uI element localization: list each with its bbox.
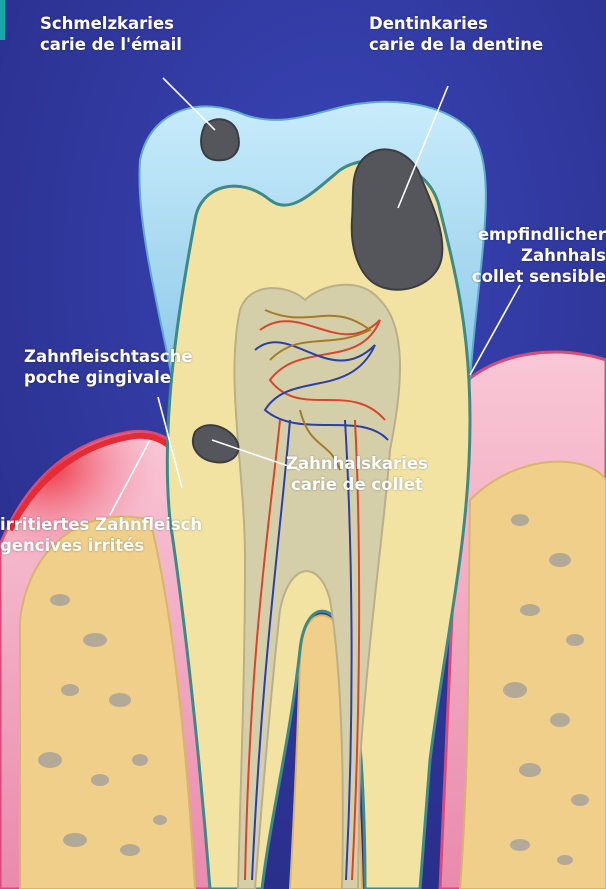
label-gum-pocket-de: Zahnfleischtasche — [24, 346, 193, 367]
label-irritated-gums-fr: gencives irrités — [0, 535, 202, 556]
label-enamel-caries-de: Schmelzkaries — [40, 13, 182, 34]
label-cervical-caries-fr: carie de collet — [286, 474, 428, 495]
label-irritated-gums-de: irritiertes Zahnfleisch — [0, 514, 202, 535]
label-sensitive-neck-fr: collet sensible — [472, 266, 606, 287]
label-dentin-caries: Dentinkaries carie de la dentine — [369, 13, 543, 55]
bone-right — [460, 462, 606, 889]
label-dentin-caries-de: Dentinkaries — [369, 13, 543, 34]
corner-tab — [0, 0, 5, 40]
label-enamel-caries: Schmelzkaries carie de l'émail — [40, 13, 182, 55]
label-cervical-caries-de: Zahnhalskaries — [286, 453, 428, 474]
label-sensitive-neck: empfindlicher Zahnhals collet sensible — [472, 224, 606, 287]
label-irritated-gums: irritiertes Zahnfleisch gencives irrités — [0, 514, 202, 556]
label-cervical-caries: Zahnhalskaries carie de collet — [286, 453, 428, 495]
label-gum-pocket-fr: poche gingivale — [24, 367, 193, 388]
label-enamel-caries-fr: carie de l'émail — [40, 34, 182, 55]
label-dentin-caries-fr: carie de la dentine — [369, 34, 543, 55]
enamel-caries-spot — [201, 119, 239, 160]
label-gum-pocket: Zahnfleischtasche poche gingivale — [24, 346, 193, 388]
label-sensitive-neck-de1: empfindlicher — [472, 224, 606, 245]
label-sensitive-neck-de2: Zahnhals — [472, 245, 606, 266]
